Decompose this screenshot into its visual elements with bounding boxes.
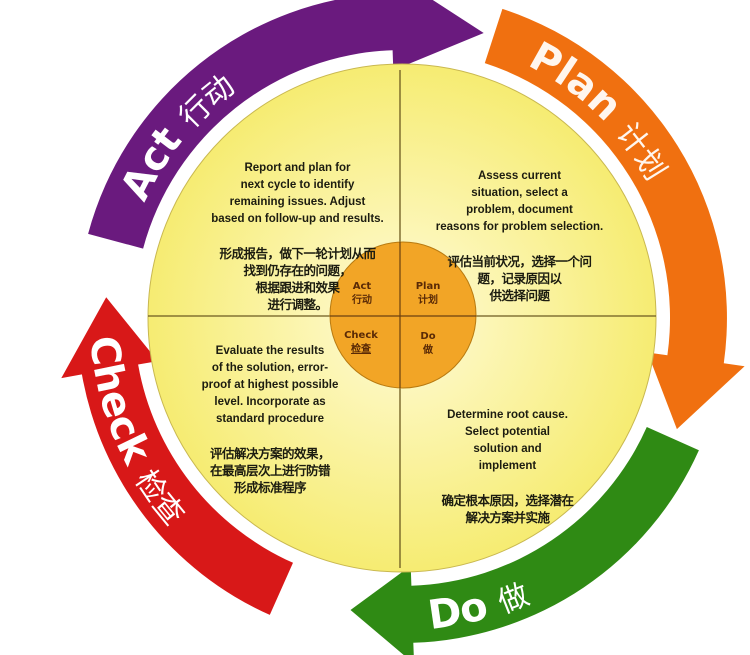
check-description-en: Evaluate the results of the solution, er… [201, 345, 339, 425]
do-description-en: Determine root cause. Select potential s… [447, 409, 568, 472]
center-do-zh: 做 [423, 345, 433, 356]
do-description-zh: 确定根本原因，选择潜在 解决方案并实施 [441, 493, 574, 525]
center-check-zh: 检查 [351, 344, 371, 355]
do-arrow [350, 427, 699, 655]
act-description-zh: 形成报告，做下一轮计划从而 找到仍存在的问题， 根据跟进和效果 进行调整。 [219, 246, 376, 312]
center-do-en: Do [420, 331, 436, 342]
check-arrow [61, 297, 293, 615]
center-check-en: Check [344, 330, 378, 341]
center-plan-en: Plan [415, 281, 441, 292]
center-plan-zh: 计划 [418, 295, 438, 306]
center-act-zh: 行动 [352, 295, 372, 306]
center-circle [329, 241, 477, 389]
do-quadrant-text: Determine root cause. Select potential s… [405, 390, 610, 543]
act-arrow [88, 0, 484, 249]
check-description-zh: 评估解决方案的效果， 在最高层次上进行防错 形成标准程序 [209, 446, 331, 495]
plan-arrow [484, 8, 745, 430]
check-quadrant-text: Evaluate the results of the solution, er… [170, 326, 370, 513]
plan-description-zh: 评估当前状况，选择一个问 题，记录原因以 供选择问题 [447, 254, 592, 303]
plan-description-en: Assess current situation, select a probl… [435, 170, 604, 233]
center-check-label: Check 检查 [336, 329, 386, 357]
center-act-label: Act 行动 [340, 280, 384, 308]
act-quadrant-text: Report and plan for next cycle to identi… [190, 143, 405, 330]
center-act-en: Act [352, 281, 372, 292]
center-do-label: Do 做 [406, 330, 450, 358]
plan-quadrant-text: Assess current situation, select a probl… [412, 151, 627, 321]
center-plan-label: Plan 计划 [406, 280, 450, 308]
act-description-en: Report and plan for next cycle to identi… [211, 162, 384, 225]
